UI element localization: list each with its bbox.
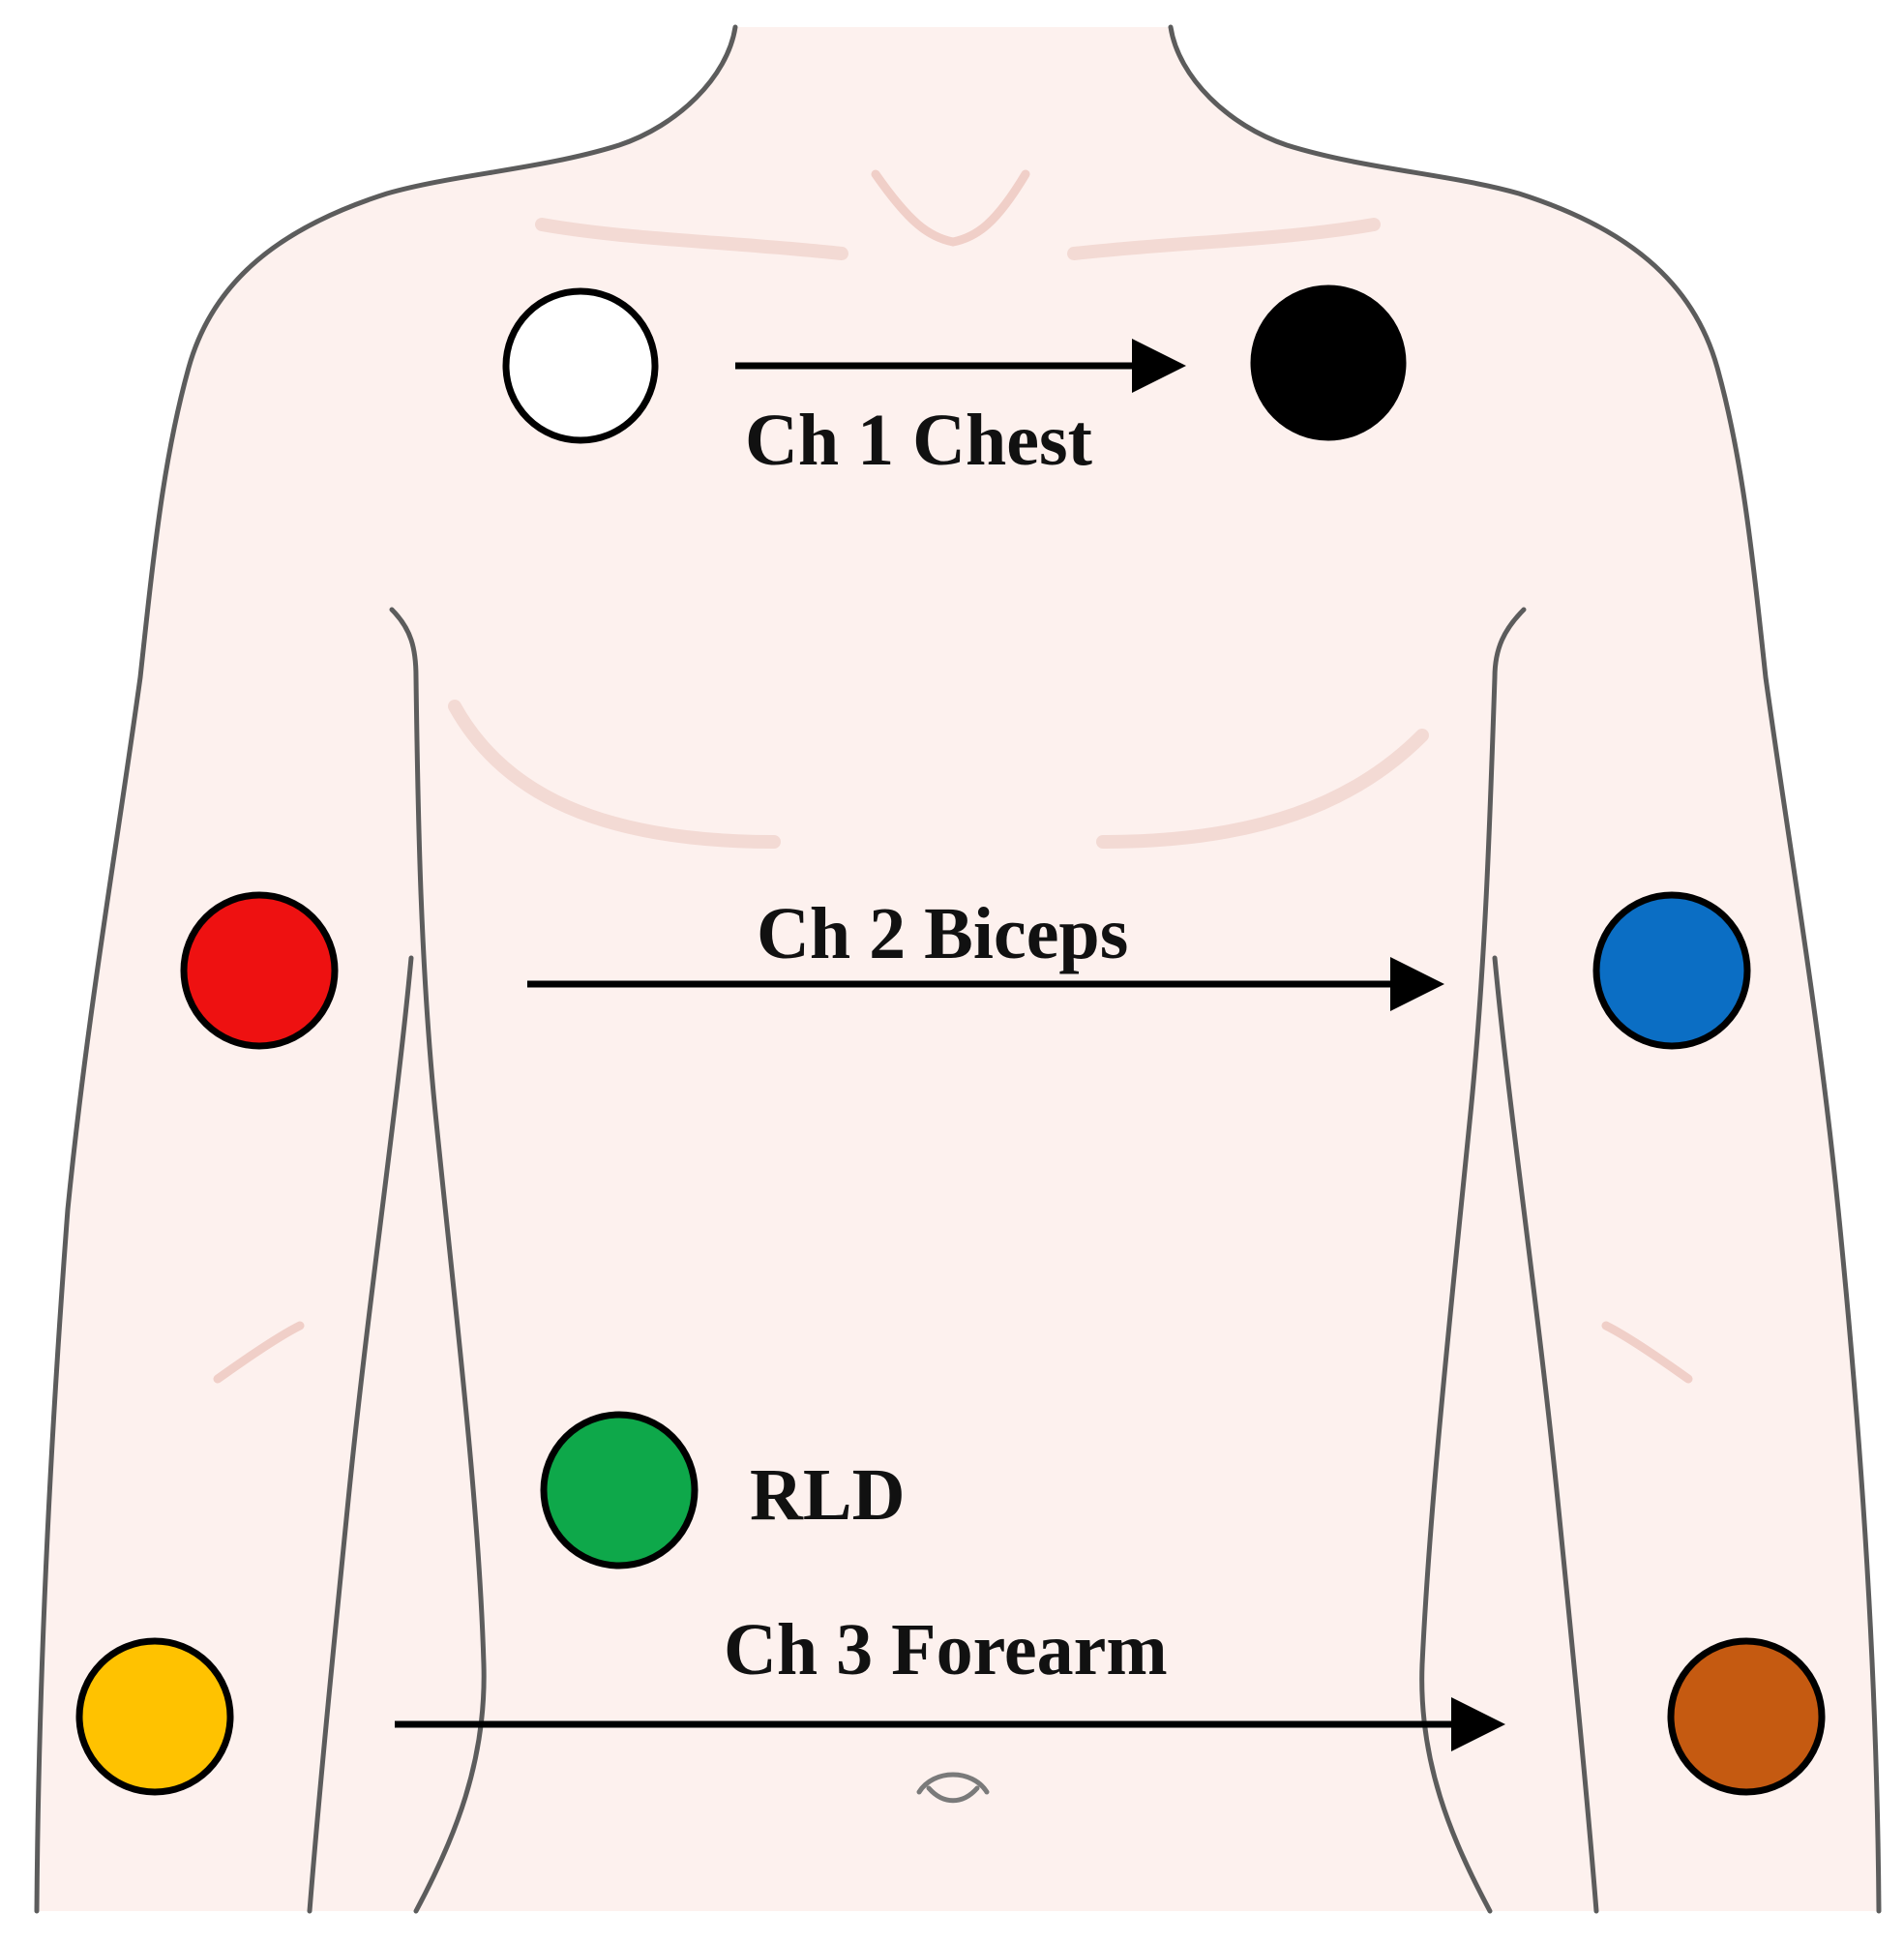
left-torso-contour (389, 607, 487, 1914)
body-silhouette (39, 27, 1877, 1911)
left-pectoral (448, 700, 781, 849)
channel-1-group: Ch 1 Chest (502, 284, 1407, 481)
ch1-start-electrode (502, 287, 659, 444)
right-torso-contour (1419, 607, 1527, 1914)
right-inner-arm-contour (1492, 955, 1599, 1914)
rld-electrode (540, 1411, 699, 1569)
navel (916, 1772, 990, 1804)
right-arm-outer-contour (1168, 24, 1882, 1914)
ch1-end-electrode (1250, 284, 1407, 441)
ch3-end-electrode (1667, 1637, 1826, 1796)
ch1-label: Ch 1 Chest (745, 400, 1092, 481)
left-arm-outer-contour (34, 24, 738, 1914)
rld-label: RLD (750, 1454, 905, 1536)
right-collarbone (1067, 218, 1381, 260)
ch3-start-electrode (75, 1637, 234, 1796)
ch2-start-electrode (180, 891, 339, 1050)
left-collarbone (535, 218, 848, 260)
channel-3-group: Ch 3 Forearm (75, 1609, 1826, 1796)
ch2-end-electrode (1592, 891, 1751, 1050)
channel-2-group: Ch 2 Biceps (180, 891, 1751, 1050)
ch2-label: Ch 2 Biceps (757, 893, 1128, 974)
rld-group: RLD (540, 1411, 905, 1569)
neck-notch (871, 169, 1030, 247)
left-elbow-crease (213, 1321, 305, 1384)
right-elbow-crease (1601, 1321, 1693, 1384)
ch3-label: Ch 3 Forearm (724, 1609, 1168, 1690)
left-inner-arm-contour (307, 955, 414, 1914)
right-pectoral (1096, 729, 1429, 849)
